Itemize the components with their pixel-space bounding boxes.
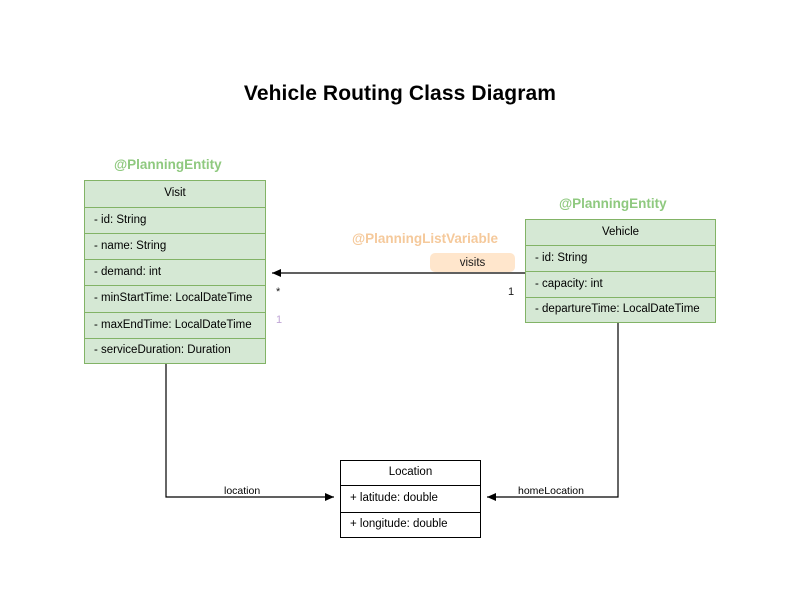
attribute-row: - departureTime: LocalDateTime [525, 297, 716, 323]
edge-vehicle-home-location [487, 322, 619, 501]
association-label-location: location [224, 485, 261, 497]
multiplicity-visits-extra: 1 [276, 314, 283, 326]
association-label-home-location: homeLocation [518, 485, 584, 497]
stereotype-vehicle: @PlanningEntity [559, 196, 667, 211]
page-title: Vehicle Routing Class Diagram [243, 82, 557, 105]
attribute-row: - demand: int [84, 259, 266, 285]
attribute-row: - id: String [84, 207, 266, 233]
class-box-visit[interactable]: Visit - id: String - name: String - dema… [84, 180, 266, 364]
attribute-row: - serviceDuration: Duration [84, 338, 266, 364]
class-box-location[interactable]: Location + latitude: double + longitude:… [340, 460, 481, 538]
attribute-row: - minStartTime: LocalDateTime [84, 285, 266, 312]
edge-visit-location [165, 362, 334, 501]
stereotype-planning-list-variable: @PlanningListVariable [352, 231, 498, 246]
attribute-row: - capacity: int [525, 271, 716, 297]
attribute-row: + latitude: double [340, 485, 481, 512]
attribute-row: + longitude: double [340, 512, 481, 538]
attribute-row: - name: String [84, 233, 266, 259]
multiplicity-visits-source: 1 [508, 286, 515, 298]
class-name-location: Location [340, 460, 481, 485]
class-name-visit: Visit [84, 180, 266, 207]
stereotype-visit: @PlanningEntity [114, 157, 222, 172]
class-box-vehicle[interactable]: Vehicle - id: String - capacity: int - d… [525, 219, 716, 323]
class-name-vehicle: Vehicle [525, 219, 716, 245]
attribute-row: - id: String [525, 245, 716, 271]
multiplicity-visits-target: * [276, 286, 281, 298]
association-label-visits: visits [430, 253, 515, 272]
attribute-row: - maxEndTime: LocalDateTime [84, 312, 266, 338]
